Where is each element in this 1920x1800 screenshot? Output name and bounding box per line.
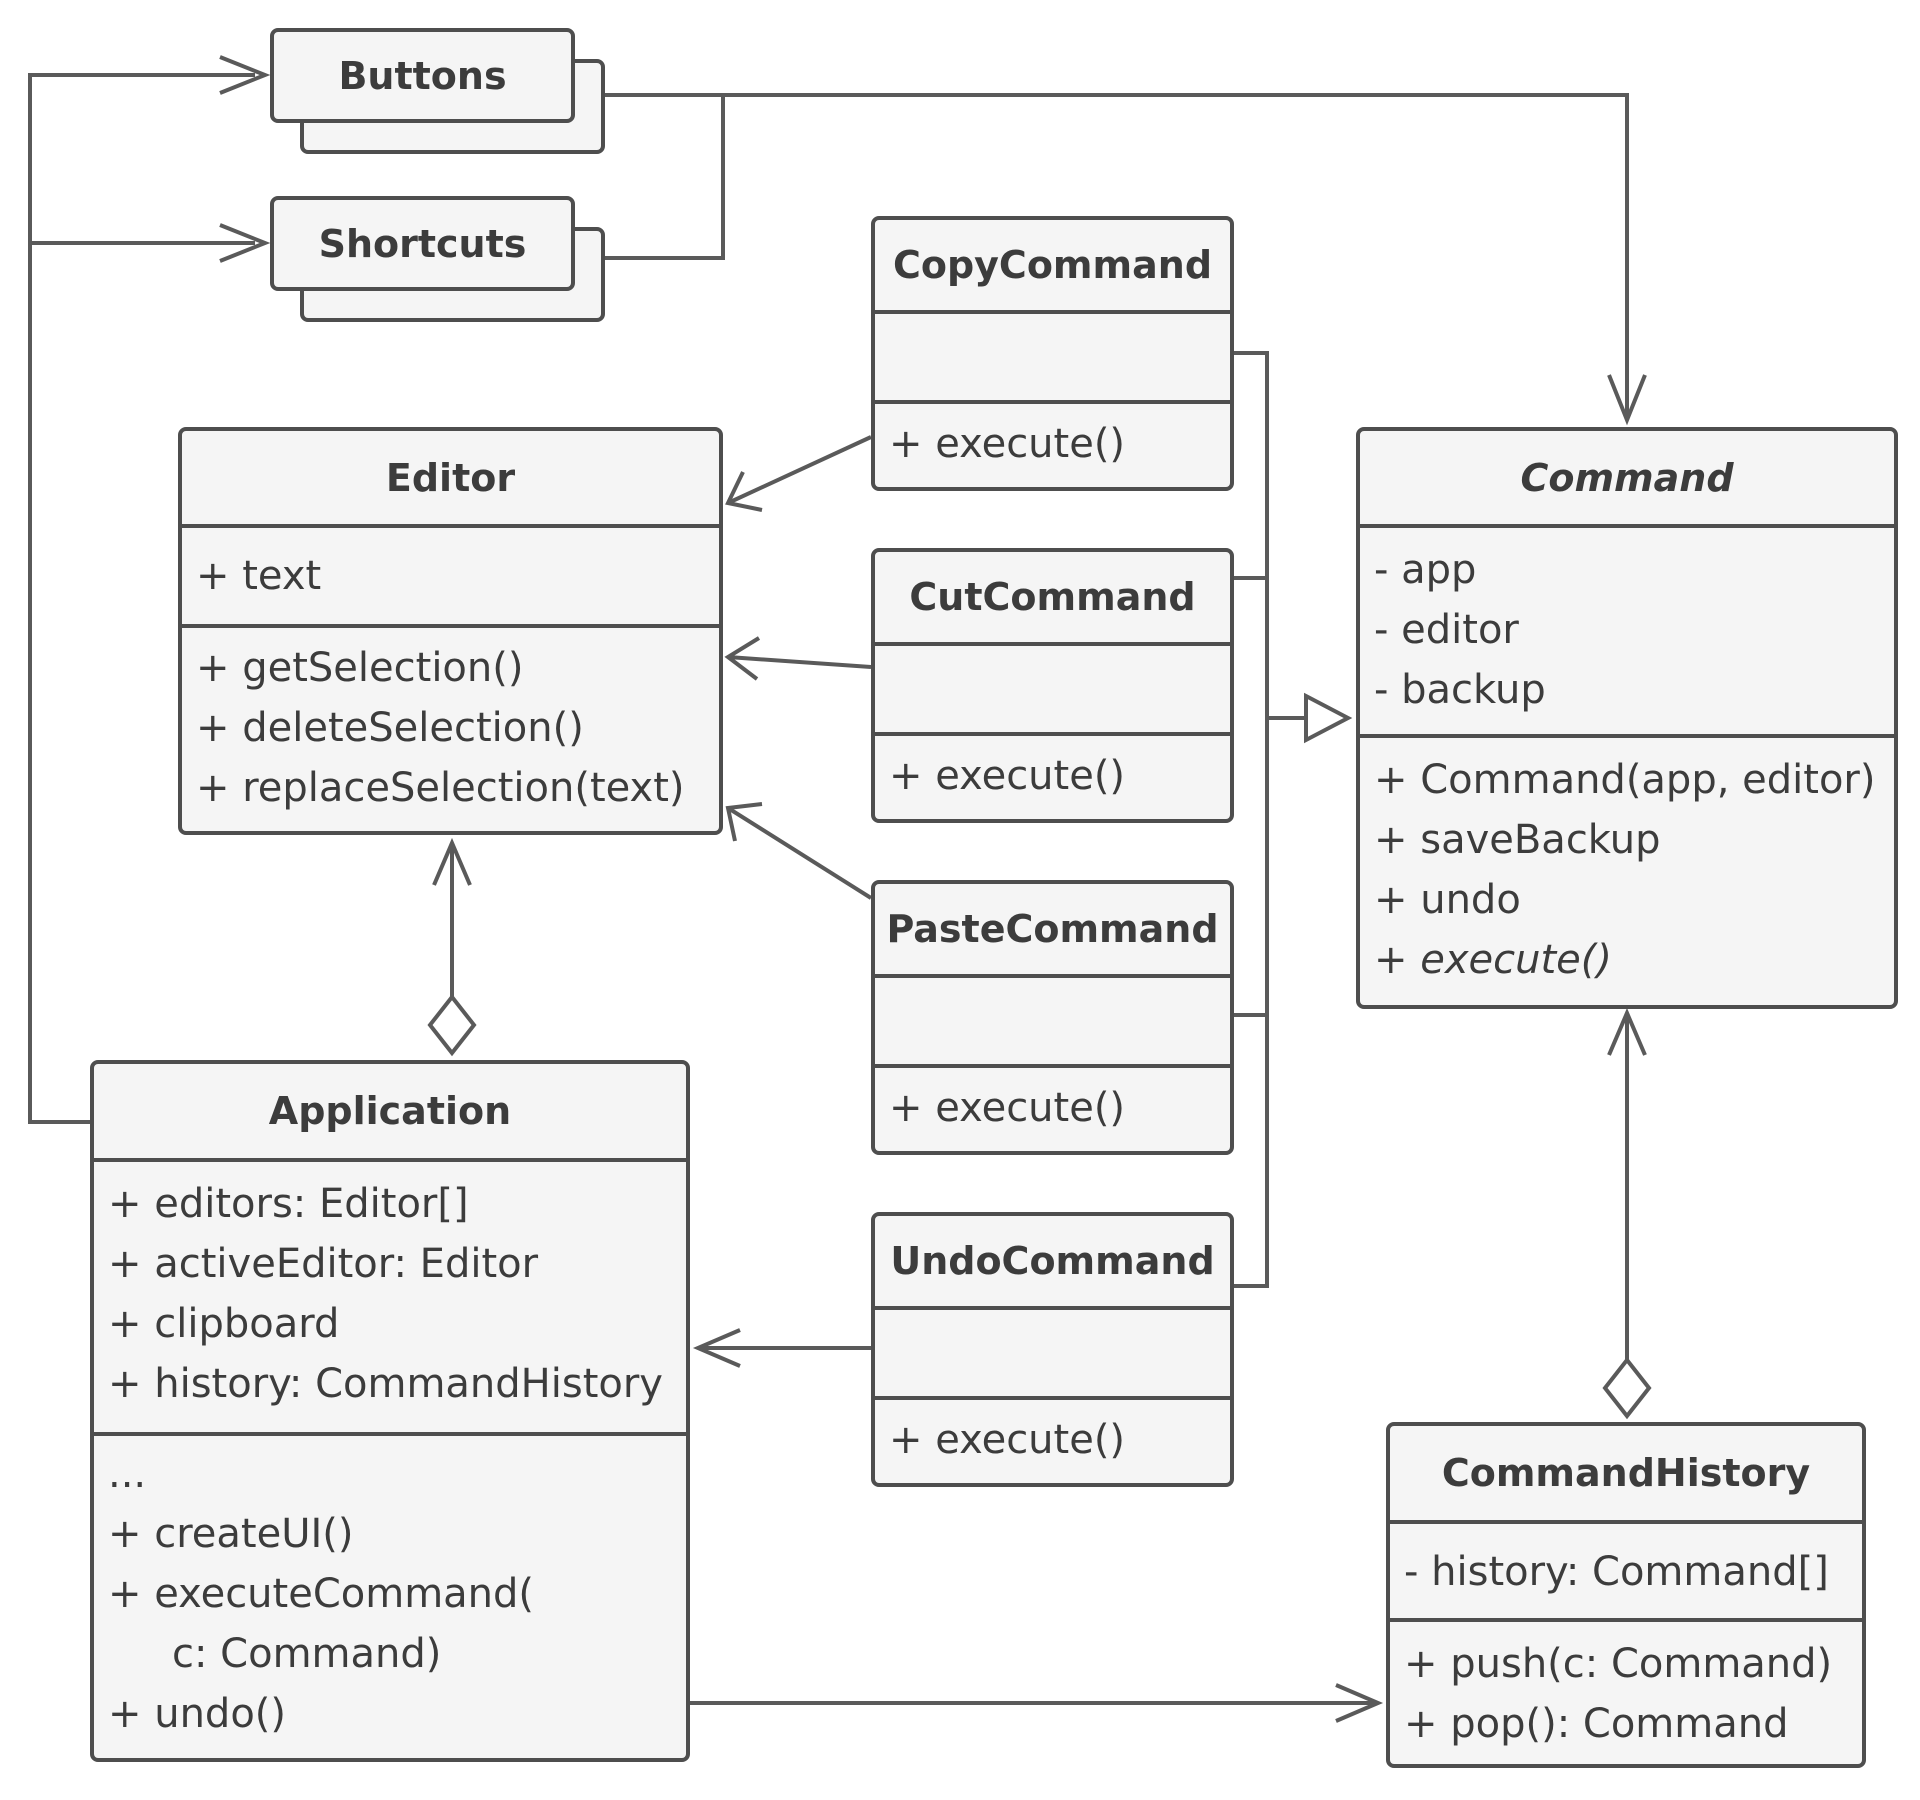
cut-to-editor-line: [727, 655, 872, 669]
paste-command-methods: + execute(): [875, 1064, 1230, 1151]
command-abstract-method-prefix: +: [1374, 937, 1421, 983]
paste-to-editor-line: [726, 806, 873, 900]
application-field: + activeEditor: Editor: [108, 1241, 539, 1287]
copy-command-method: + execute(): [889, 421, 1126, 467]
command-arrowhead: [1607, 374, 1647, 426]
undo-command-method: + execute(): [889, 1417, 1126, 1463]
command-abstract-method-name: execute(): [1420, 937, 1612, 983]
history-arrowhead: [1335, 1683, 1384, 1723]
editor-field: + text: [196, 553, 322, 599]
command-history-fields: - history: Command[]: [1390, 1520, 1862, 1618]
paste-command-title: PasteCommand: [886, 907, 1219, 951]
application-methods: ... + createUI() + executeCommand( c: Co…: [94, 1432, 686, 1758]
undo-command-class: UndoCommand + execute(): [871, 1212, 1234, 1487]
cut-command-method: + execute(): [889, 753, 1126, 799]
inheritance-triangle: [1304, 692, 1353, 744]
command-history-title: CommandHistory: [1441, 1451, 1811, 1495]
application-aggregation-diamond: [427, 993, 477, 1057]
undo-to-application-arrowhead: [692, 1328, 741, 1368]
editor-methods: + getSelection() + deleteSelection() + r…: [182, 624, 719, 831]
shortcuts-class: Shortcuts: [270, 196, 575, 291]
command-method: + undo: [1374, 877, 1521, 923]
application-method: + createUI(): [108, 1511, 354, 1557]
cut-to-editor-arrowhead: [724, 636, 761, 681]
copy-command-title: CopyCommand: [892, 243, 1213, 287]
undo-command-title: UndoCommand: [890, 1239, 1215, 1283]
command-abstract-method: + execute(): [1374, 930, 1880, 990]
paste-command-method: + execute(): [889, 1085, 1126, 1131]
command-field: - backup: [1374, 667, 1546, 713]
editor-fields: + text: [182, 524, 719, 624]
cut-command-title: CutCommand: [909, 575, 1196, 619]
command-history-class: CommandHistory - history: Command[] + pu…: [1386, 1422, 1866, 1768]
editor-class: Editor + text + getSelection() + deleteS…: [178, 427, 723, 835]
invokers-to-command-line: [605, 93, 1629, 415]
buttons-label: Buttons: [338, 53, 507, 98]
application-field: + editors: Editor[]: [108, 1181, 469, 1227]
editor-method: + getSelection(): [196, 645, 524, 691]
command-title: Command: [1520, 455, 1734, 500]
copy-command-fields: [875, 310, 1230, 400]
editor-method: + deleteSelection(): [196, 705, 584, 751]
copy-command-class: CopyCommand + execute(): [871, 216, 1234, 491]
paste-command-fields: [875, 974, 1230, 1064]
shortcuts-label: Shortcuts: [318, 221, 527, 266]
command-history-method: + pop(): Command: [1404, 1701, 1789, 1747]
command-class: Command - app - editor - backup + Comman…: [1356, 427, 1898, 1009]
copy-to-editor-arrowhead: [725, 471, 763, 512]
application-class: Application + editors: Editor[] + active…: [90, 1060, 690, 1762]
history-aggregation-diamond: [1602, 1356, 1652, 1420]
buttons-arrowhead: [219, 55, 271, 95]
copy-command-methods: + execute(): [875, 400, 1230, 487]
command-method: + saveBackup: [1374, 817, 1661, 863]
application-title: Application: [268, 1089, 512, 1133]
paste-command-class: PasteCommand + execute(): [871, 880, 1234, 1155]
application-field: + clipboard: [108, 1301, 340, 1347]
undo-command-methods: + execute(): [875, 1396, 1230, 1483]
command-history-field: - history: Command[]: [1404, 1549, 1829, 1595]
editor-arrowhead: [432, 837, 472, 886]
cut-command-methods: + execute(): [875, 732, 1230, 819]
application-method: + undo(): [108, 1691, 287, 1737]
copy-to-editor-line: [727, 435, 872, 505]
editor-method: + replaceSelection(text): [196, 765, 685, 811]
command-methods: + Command(app, editor) + saveBackup + un…: [1360, 734, 1894, 1005]
application-fields: + editors: Editor[] + activeEditor: Edit…: [94, 1158, 686, 1432]
app-to-invokers-line: [28, 73, 255, 1124]
command-history-methods: + push(c: Command) + pop(): Command: [1390, 1618, 1862, 1764]
undo-command-fields: [875, 1306, 1230, 1396]
application-field: + history: CommandHistory: [108, 1361, 663, 1407]
buttons-class: Buttons: [270, 28, 575, 123]
command-history-method: + push(c: Command): [1404, 1641, 1833, 1687]
command-fields: - app - editor - backup: [1360, 524, 1894, 734]
application-method: + executeCommand(: [108, 1571, 535, 1617]
inheritance-bus: [1234, 351, 1306, 1288]
application-method-continuation: c: Command): [172, 1631, 442, 1677]
command-field: - editor: [1374, 607, 1519, 653]
cut-command-class: CutCommand + execute(): [871, 548, 1234, 823]
command-field: - app: [1374, 547, 1477, 593]
paste-to-editor-arrowhead: [725, 802, 763, 842]
application-method: ...: [108, 1451, 147, 1497]
shortcuts-arrowhead: [219, 223, 271, 263]
editor-title: Editor: [385, 455, 516, 500]
cut-command-fields: [875, 642, 1230, 732]
command-method: + Command(app, editor): [1374, 757, 1876, 803]
command-history-arrowhead: [1607, 1007, 1647, 1056]
